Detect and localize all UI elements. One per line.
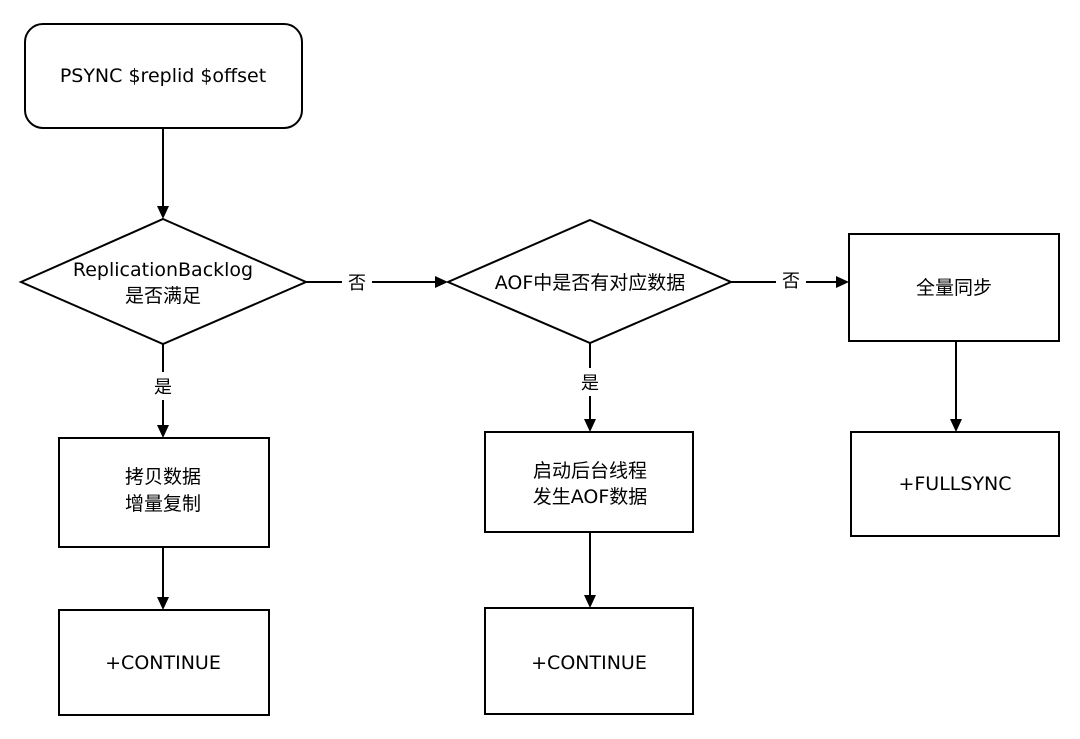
node-decision-aof: AOF中是否有对应数据: [445, 218, 734, 345]
node-psync-command: PSYNC $replid $offset: [24, 23, 303, 129]
edge-thread-to-continue: [584, 532, 596, 608]
edge-copy-to-continue: [157, 547, 169, 610]
node-decision-aof-label: AOF中是否有对应数据: [495, 272, 686, 294]
node-decision-backlog-line1: ReplicationBacklog: [73, 259, 253, 281]
node-continue-1: +CONTINUE: [58, 609, 270, 716]
edge-label-backlog-yes: 是: [154, 377, 172, 398]
edge-backlog-no: 否: [306, 270, 448, 294]
node-continue-1-label: +CONTINUE: [105, 652, 221, 674]
node-copy-incremental-line2: 增量复制: [125, 493, 201, 515]
edge-label-aof-no: 否: [782, 271, 800, 292]
node-continue-2-label: +CONTINUE: [531, 652, 647, 674]
edge-start-to-backlog: [157, 128, 169, 219]
node-decision-backlog-line2: 是否满足: [125, 285, 201, 307]
node-fullsync-reply: +FULLSYNC: [850, 431, 1060, 537]
edge-label-aof-yes: 是: [581, 373, 599, 394]
node-start-thread: 启动后台线程 发生AOF数据: [484, 431, 694, 533]
node-full-sync: 全量同步: [848, 233, 1060, 342]
edge-label-backlog-no: 否: [348, 273, 366, 294]
node-start-thread-line2: 发生AOF数据: [533, 486, 648, 508]
edge-fullsync-to-reply: [950, 341, 962, 432]
node-start-thread-line1: 启动后台线程: [533, 460, 647, 482]
edge-aof-no: 否: [731, 268, 849, 292]
node-copy-incremental: 拷贝数据 增量复制: [58, 437, 270, 548]
node-continue-2: +CONTINUE: [484, 607, 694, 715]
node-psync-command-label: PSYNC $replid $offset: [60, 65, 266, 87]
node-full-sync-label: 全量同步: [916, 277, 992, 299]
node-fullsync-reply-label: +FULLSYNC: [898, 473, 1011, 495]
node-decision-backlog: ReplicationBacklog 是否满足: [18, 217, 309, 346]
edge-aof-yes: 是: [577, 343, 603, 432]
node-copy-incremental-line1: 拷贝数据: [125, 466, 201, 488]
edge-backlog-yes: 是: [150, 344, 176, 438]
